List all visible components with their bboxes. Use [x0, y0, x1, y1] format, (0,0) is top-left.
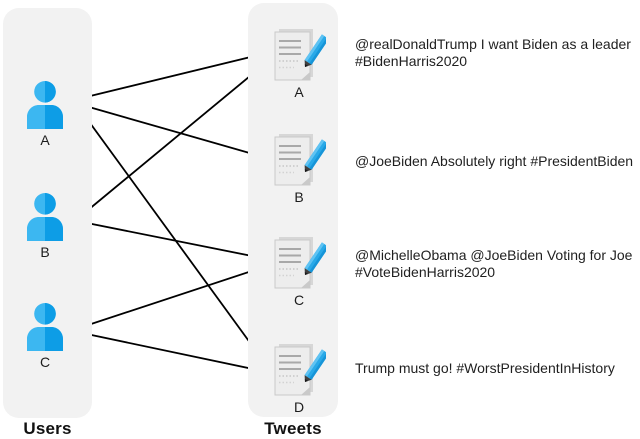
- tweet-node-d: [272, 344, 329, 398]
- user-node-c: [27, 302, 63, 352]
- edge-user-C-tweet-C: [81, 265, 268, 328]
- user-label: C: [39, 354, 51, 370]
- user-icon: [27, 193, 63, 241]
- edge-user-C-tweet-D: [81, 332, 268, 373]
- tweet-label: D: [293, 399, 305, 415]
- tweet-icon: [274, 134, 329, 186]
- edge-user-A-tweet-D: [81, 111, 268, 367]
- edge-user-B-tweet-C: [81, 221, 268, 260]
- user-icon: [27, 303, 63, 351]
- tweet-icon: [274, 237, 329, 289]
- tweets-caption: Tweets: [264, 419, 322, 438]
- tweet-node-a: [272, 29, 329, 83]
- tweet-text-c: @MichelleObama @JoeBiden Voting for Joe …: [355, 247, 633, 280]
- tweet-label: B: [294, 189, 304, 205]
- tweet-node-b: [272, 134, 329, 188]
- user-icon: [27, 81, 63, 129]
- user-label: A: [40, 132, 50, 148]
- tweet-text-a: @realDonaldTrump I want Biden as a leade…: [355, 36, 631, 69]
- users-caption: Users: [23, 419, 72, 438]
- edge-user-A-tweet-B: [81, 104, 268, 159]
- tweet-text-b: @JoeBiden Absolutely right #PresidentBid…: [355, 153, 634, 169]
- edge-user-A-tweet-A: [81, 52, 268, 99]
- tweet-label: A: [294, 84, 304, 100]
- edge-user-B-tweet-A: [81, 61, 268, 216]
- tweet-icon: [274, 344, 329, 396]
- tweet-label: C: [293, 292, 305, 308]
- user-node-b: [27, 192, 63, 242]
- tweet-icon: [274, 29, 329, 81]
- tweet-text-d: Trump must go! #WorstPresidentInHistory: [355, 360, 615, 376]
- user-label: B: [40, 244, 50, 260]
- user-node-a: [27, 80, 63, 130]
- tweet-node-c: [272, 237, 329, 291]
